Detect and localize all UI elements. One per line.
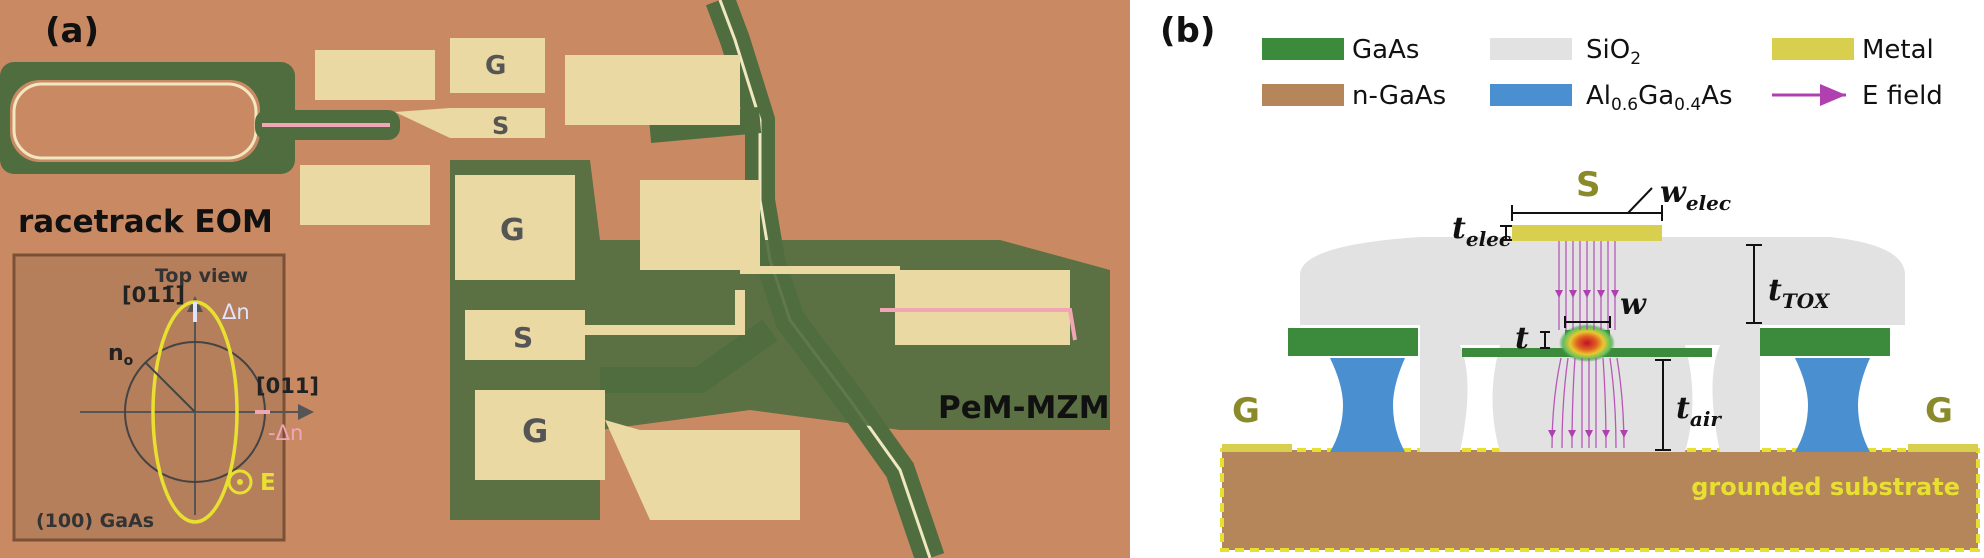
inset-axis-top-label: [011̄]	[122, 283, 185, 307]
ground-electrode-right	[1908, 444, 1978, 452]
pad-g-bottom-label: G	[522, 412, 548, 450]
pad-left-mid	[300, 165, 430, 225]
gaas-slab-right	[1760, 328, 1890, 356]
pad-bottom-right	[605, 420, 800, 520]
electrode-s-label: S	[1576, 165, 1601, 205]
mzm-electrode-s	[895, 270, 1070, 345]
inset-delta-n-neg: -Δn	[268, 421, 303, 445]
legend-label-metal: Metal	[1862, 35, 1934, 65]
legend-swatch-algaas	[1490, 84, 1572, 106]
racetrack-label: racetrack EOM	[18, 204, 273, 240]
dim-w: w	[1620, 287, 1647, 322]
inset-field-dot	[237, 479, 243, 485]
panel-b: (b) GaAs n-GaAs SiO2 Al0.6Ga0.4As Metal …	[1160, 11, 1980, 552]
panel-a-label: (a)	[45, 11, 99, 51]
pad-g-middle-label: G	[500, 213, 525, 248]
signal-electrode	[1512, 225, 1662, 241]
pad-s-top	[395, 108, 545, 138]
dim-t-air: tair	[1676, 391, 1722, 431]
legend-label-algaas: Al0.6Ga0.4As	[1586, 81, 1733, 115]
inset-title: Top view	[155, 265, 248, 287]
pad-s-top-label: S	[492, 112, 509, 140]
inset-field-out-icon	[227, 469, 253, 495]
optical-mode	[1559, 324, 1615, 362]
electrode-g-right-label: G	[1925, 391, 1953, 431]
dimension-lines	[1500, 187, 1762, 451]
legend-swatch-sio2	[1490, 38, 1572, 60]
mzm-feed-line	[585, 290, 745, 335]
pad-g-bottom	[475, 390, 605, 480]
pad-top-right	[565, 55, 740, 125]
inset-field-label: E	[260, 470, 276, 496]
gaas-slab-left	[1288, 328, 1418, 356]
inset-axis-right-label: [011]	[256, 374, 319, 398]
legend-arrow-efield	[1820, 84, 1846, 106]
inset-n-o: no	[108, 341, 134, 369]
dim-t: t	[1515, 321, 1529, 356]
mzm-label: PeM-MZM	[938, 390, 1110, 426]
legend-swatch-ngaas	[1262, 84, 1344, 106]
mzm-arm-waveguide	[880, 308, 1077, 341]
dim-t-elec: telec	[1452, 211, 1511, 251]
racetrack-hole	[10, 80, 260, 162]
algaas-pillar-right	[1795, 358, 1870, 452]
legend-label-efield: E field	[1862, 81, 1943, 111]
top-view-inset: Top view [011̄] Δn no [011] -Δn E (100) …	[12, 253, 319, 542]
pad-s-bottom-label: S	[513, 321, 533, 354]
dim-t-tox: tTOX	[1768, 273, 1831, 313]
substrate-label: grounded substrate	[1691, 473, 1960, 501]
dim-w-elec: welec	[1660, 175, 1731, 215]
legend-swatch-gaas	[1262, 38, 1344, 60]
panel-a: G S G S G (a) racetrack EOM PeM-MZM Top …	[0, 0, 1130, 558]
pad-s-bottom	[465, 310, 585, 360]
pad-g-top	[450, 38, 545, 93]
legend-label-ngaas: n-GaAs	[1352, 81, 1446, 111]
efield-lines	[1551, 238, 1625, 449]
inset-delta-n-pos: Δn	[222, 300, 250, 324]
legend-label-sio2: SiO2	[1586, 35, 1641, 69]
legend-label-gaas: GaAs	[1352, 35, 1419, 65]
pad-top-left	[315, 50, 435, 100]
efield-arrowheads	[1548, 290, 1628, 438]
mzm-electrode-g	[640, 180, 760, 270]
algaas-pillar-left	[1330, 358, 1405, 452]
panel-b-label: (b)	[1160, 11, 1215, 51]
legend-swatch-metal	[1772, 38, 1854, 60]
grounded-substrate	[1220, 448, 1980, 552]
pad-g-middle	[455, 175, 575, 280]
inset-material: (100) GaAs	[36, 510, 154, 532]
legend: GaAs n-GaAs SiO2 Al0.6Ga0.4As Metal E fi…	[1262, 35, 1943, 115]
ground-electrode-left	[1222, 444, 1292, 452]
pad-g-top-label: G	[485, 51, 506, 81]
electrode-g-left-label: G	[1232, 391, 1260, 431]
mzm-slab	[450, 160, 1110, 520]
inset-radius	[144, 361, 196, 413]
